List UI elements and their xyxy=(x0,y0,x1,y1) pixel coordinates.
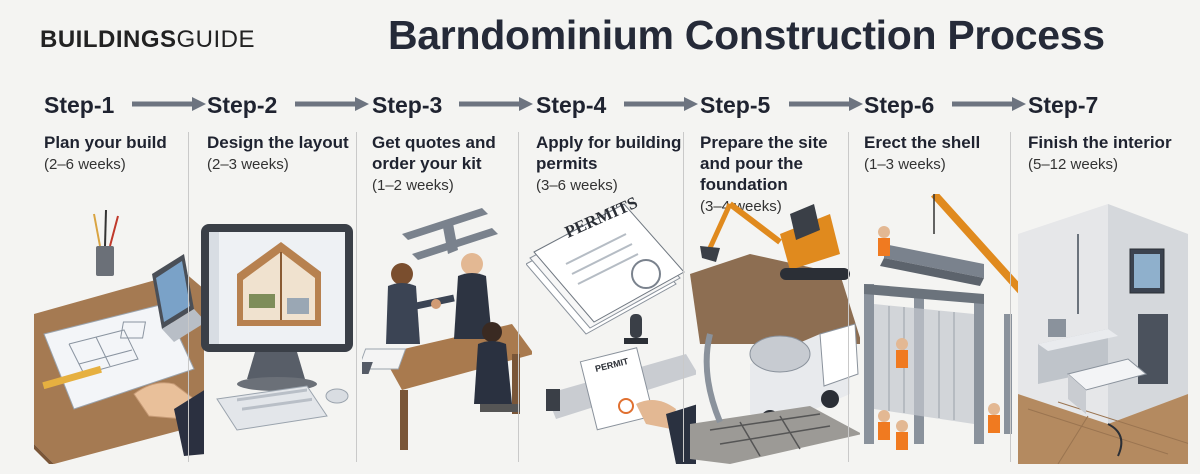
planning-desk-illustration xyxy=(34,209,204,464)
step-5-label: Step-5 xyxy=(700,92,771,118)
step-5-duration: (3–4 weeks) xyxy=(700,198,782,215)
step-1-duration: (2–6 weeks) xyxy=(44,156,126,173)
arrow-right-icon xyxy=(624,97,698,111)
step-divider xyxy=(683,132,684,462)
step-divider xyxy=(848,132,849,462)
arrow-right-icon xyxy=(459,97,533,111)
step-2-name: Design the layout xyxy=(207,133,349,152)
step-2-duration: (2–3 weeks) xyxy=(207,156,289,173)
step-4-title: Apply for building permits (3–6 weeks) xyxy=(536,132,696,196)
step-7-title: Finish the interior (5–12 weeks) xyxy=(1028,132,1188,175)
step-3-title: Get quotes and order your kit (1–2 weeks… xyxy=(372,132,532,196)
step-divider xyxy=(1010,132,1011,462)
step-3-label: Step-3 xyxy=(372,92,443,118)
step-6-name: Erect the shell xyxy=(864,133,981,152)
step-divider xyxy=(356,132,357,462)
arrow-right-icon xyxy=(952,97,1026,111)
step-1-label: Step-1 xyxy=(44,92,115,118)
step-7-name: Finish the interior xyxy=(1028,133,1172,152)
step-divider xyxy=(518,132,519,462)
step-4: Step-4 Apply for building permits (3–6 w… xyxy=(526,82,700,474)
step-6-label: Step-6 xyxy=(864,92,935,118)
arrow-right-icon xyxy=(789,97,863,111)
site-foundation-illustration xyxy=(690,201,860,464)
step-2: Step-2 Design the layout (2–3 weeks) xyxy=(201,82,371,474)
step-4-label: Step-4 xyxy=(536,92,607,118)
step-1-name: Plan your build xyxy=(44,133,167,152)
step-7: Step-7 Finish the interior (5–12 weeks) xyxy=(1018,82,1192,474)
logo-bold-text: BUILDINGS xyxy=(40,26,177,53)
step-5-title: Prepare the site and pour the foundation… xyxy=(700,132,860,217)
step-6-duration: (1–3 weeks) xyxy=(864,156,946,173)
buildingsguide-logo[interactable]: BUILDINGSGUIDE xyxy=(40,26,255,54)
permits-illustration: PERMITS PERMIT xyxy=(526,194,696,464)
step-6-title: Erect the shell (1–3 weeks) xyxy=(864,132,1024,175)
step-1-title: Plan your build (2–6 weeks) xyxy=(44,132,204,175)
step-4-duration: (3–6 weeks) xyxy=(536,177,618,194)
arrow-right-icon xyxy=(132,97,206,111)
step-3-duration: (1–2 weeks) xyxy=(372,177,454,194)
step-7-duration: (5–12 weeks) xyxy=(1028,156,1119,173)
step-2-title: Design the layout (2–3 weeks) xyxy=(207,132,367,175)
step-5-name: Prepare the site and pour the foundation xyxy=(700,133,828,194)
quote-handshake-illustration xyxy=(362,208,532,450)
step-4-name: Apply for building permits xyxy=(536,133,682,173)
logo-light-text: GUIDE xyxy=(176,26,256,53)
step-7-label: Step-7 xyxy=(1028,92,1099,118)
step-1: Step-1 Plan your build (2–6 weeks) xyxy=(34,82,208,474)
interior-finish-illustration xyxy=(1018,204,1188,464)
step-6: Step-6 Erect the shell (1–3 weeks) xyxy=(864,82,1028,474)
process-steps: Step-1 Plan your build (2–6 weeks) xyxy=(0,82,1200,474)
computer-design-illustration xyxy=(201,224,353,431)
header: BUILDINGSGUIDE Barndominium Construction… xyxy=(0,0,1200,78)
step-3: Step-3 Get quotes and order your kit (1–… xyxy=(362,82,536,474)
step-3-name: Get quotes and order your kit xyxy=(372,133,496,173)
arrow-right-icon xyxy=(295,97,369,111)
step-2-label: Step-2 xyxy=(207,92,278,118)
steel-shell-illustration xyxy=(864,194,1024,450)
step-5: Step-5 Prepare the site and pour the fou… xyxy=(690,82,864,474)
page-title: Barndominium Construction Process xyxy=(388,12,1105,58)
step-divider xyxy=(188,132,189,462)
